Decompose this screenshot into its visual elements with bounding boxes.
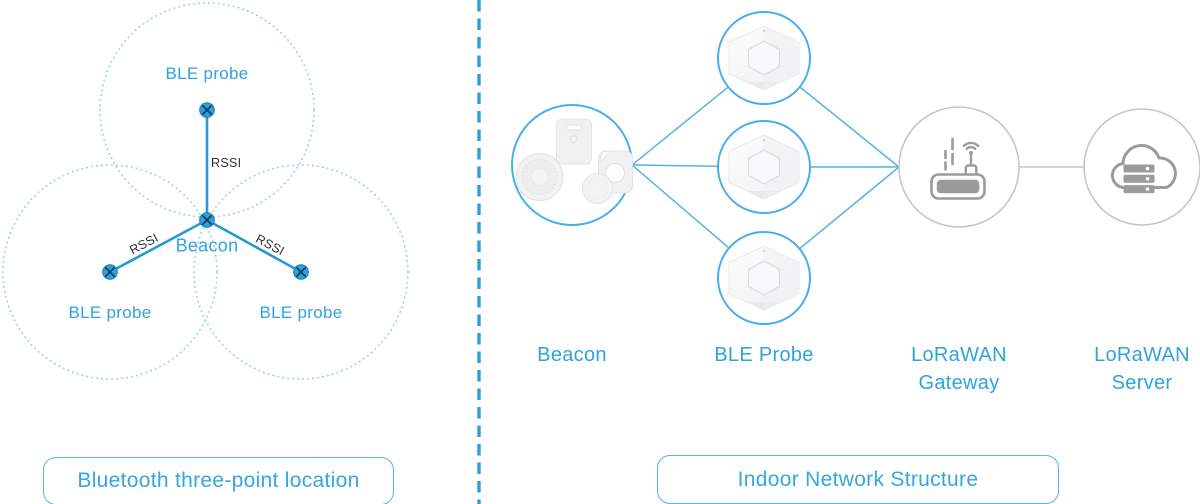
ble-probe-node [717,231,811,325]
left-panel-title: Bluetooth three-point location [77,469,360,492]
right-panel-title: Indoor Network Structure [737,467,979,491]
lorawan-gateway-router-icon [930,137,986,200]
server-node [1083,108,1200,226]
right-panel-title-box: Indoor Network Structure [657,455,1059,504]
rssi-label-top: RSSI [211,156,242,170]
server-label-line1: LoRaWAN [1094,344,1190,366]
server-label-line2: Server [1111,372,1173,394]
probe-right-label: BLE probe [259,303,343,322]
server-node-label: LoRaWAN Server [1094,341,1190,397]
probe-top-label: BLE probe [165,64,249,83]
beacon-devices-icon [515,118,633,204]
node-cross-marker-icon [292,263,310,281]
range-circle-top [99,2,315,218]
ble-probe-node [717,11,811,105]
gateway-node-label: LoRaWAN Gateway [911,341,1007,397]
gateway-node [898,106,1020,228]
gateway-label-line1: LoRaWAN [911,344,1007,366]
rssi-link-right [206,218,302,274]
rssi-links [109,110,302,274]
beacon-node [511,104,633,226]
cloud-server-icon [1110,144,1177,194]
probe-left-label: BLE probe [68,303,152,322]
node-cross-marker-icon [101,263,119,281]
range-circle-left [2,164,218,380]
beacon-center-label: Beacon [175,235,239,256]
left-panel-title-box: Bluetooth three-point location [43,457,394,504]
trilateration-diagram [2,2,409,380]
rssi-link-left [109,218,208,274]
gateway-label-line2: Gateway [918,372,1000,394]
node-cross-marker-icon [198,211,216,229]
ble-probe-node-label: BLE Probe [714,344,814,366]
probe-range-circles [2,2,409,380]
ble-probe-node [717,120,811,214]
node-cross-marker-icon [198,101,216,119]
network-structure-diagram [511,11,1200,325]
beacon-node-label: Beacon [537,344,607,366]
range-circle-right [193,164,409,380]
